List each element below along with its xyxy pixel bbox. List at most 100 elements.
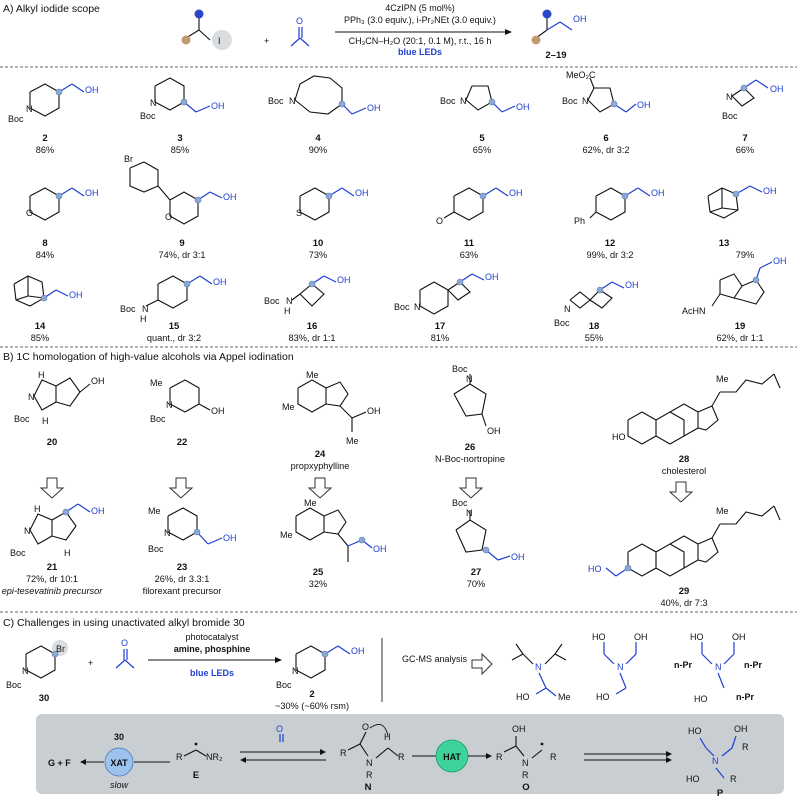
svg-text:H: H bbox=[38, 370, 45, 380]
compound-4-label: 4 bbox=[315, 133, 321, 144]
compound-25-label: 25 bbox=[313, 567, 324, 578]
svg-text:R: R bbox=[522, 770, 529, 780]
svg-text:OH: OH bbox=[512, 724, 526, 734]
compound-19-structure: AcHN OH bbox=[682, 256, 787, 316]
compound-3-label: 3 bbox=[177, 133, 182, 144]
svg-text:N: N bbox=[166, 400, 173, 410]
svg-text:Br: Br bbox=[56, 644, 65, 654]
svg-text:HO: HO bbox=[588, 564, 602, 574]
svg-text:N: N bbox=[289, 96, 296, 106]
svg-text:Me: Me bbox=[150, 378, 163, 388]
compound-3-yield: 85% bbox=[171, 145, 189, 155]
svg-text:O: O bbox=[436, 216, 443, 226]
svg-text:N: N bbox=[164, 528, 171, 538]
cond-c-3: blue LEDs bbox=[190, 668, 234, 678]
compound-30-structure: Br Boc N bbox=[6, 640, 68, 690]
svg-text:N: N bbox=[522, 758, 529, 768]
svg-text:R: R bbox=[176, 752, 183, 762]
compound-11-structure: O OH bbox=[436, 187, 523, 226]
compound-26-name: N-Boc-nortropine bbox=[435, 454, 505, 464]
svg-text:R: R bbox=[730, 774, 737, 784]
svg-text:N: N bbox=[414, 302, 421, 312]
svg-text:Boc: Boc bbox=[14, 414, 30, 424]
compound-9-structure: Br OH O bbox=[124, 154, 237, 225]
compound-2-yield: 86% bbox=[36, 145, 54, 155]
svg-text:H: H bbox=[284, 306, 291, 316]
svg-text:OH: OH bbox=[85, 85, 99, 95]
cond-c-2: amine, phosphine bbox=[174, 644, 251, 654]
compound-13-yield: 79% bbox=[736, 250, 754, 260]
compound-16-label: 16 bbox=[307, 321, 318, 332]
intermediate-n: R O N H R R bbox=[340, 722, 405, 780]
svg-text:N: N bbox=[28, 392, 35, 402]
svg-text:OH: OH bbox=[91, 506, 105, 516]
svg-text:H: H bbox=[42, 416, 49, 426]
compound-23-label: 23 bbox=[177, 562, 188, 573]
svg-text:S: S bbox=[296, 208, 302, 218]
svg-text:N: N bbox=[715, 662, 722, 672]
svg-text:OH: OH bbox=[223, 533, 237, 543]
compound-15-yield: quant., dr 3:2 bbox=[147, 333, 201, 343]
svg-text:R: R bbox=[742, 742, 749, 752]
compound-22-structure: Me OH Boc N bbox=[150, 378, 225, 424]
compound-28-label: 28 bbox=[679, 454, 690, 465]
svg-text:OH: OH bbox=[487, 426, 501, 436]
compound-30-label: 30 bbox=[39, 693, 50, 704]
svg-text:Me: Me bbox=[716, 506, 729, 516]
cond-a-1: 4CzIPN (5 mol%) bbox=[385, 3, 455, 13]
double-arrow-to-p bbox=[584, 751, 672, 763]
compound-29-label: 29 bbox=[679, 586, 690, 597]
compound-2-yield-c: ~30% (~60% rsm) bbox=[275, 701, 349, 711]
svg-text:n-Pr: n-Pr bbox=[674, 660, 692, 670]
radical-o: OH R N R R bbox=[496, 724, 557, 780]
compound-14-label: 14 bbox=[35, 321, 46, 332]
svg-text:OH: OH bbox=[763, 186, 777, 196]
compound-10-yield: 73% bbox=[309, 250, 327, 260]
svg-text:Me: Me bbox=[558, 692, 571, 702]
compound-10-structure: OH S bbox=[296, 187, 369, 221]
svg-text:OH: OH bbox=[732, 632, 746, 642]
mech-sub30: 30 bbox=[114, 732, 124, 742]
mech-slow: slow bbox=[110, 780, 129, 790]
svg-text:OH: OH bbox=[223, 192, 237, 202]
compound-17-yield: 81% bbox=[431, 333, 449, 343]
svg-text:N: N bbox=[617, 662, 624, 672]
compound-22-label: 22 bbox=[177, 437, 188, 448]
product-general-a: OH bbox=[531, 9, 587, 45]
svg-text:HO: HO bbox=[690, 632, 704, 642]
compound-6-label: 6 bbox=[603, 133, 608, 144]
svg-text:Boc: Boc bbox=[452, 364, 468, 374]
compound-18-yield: 55% bbox=[585, 333, 603, 343]
svg-text:OH: OH bbox=[337, 275, 351, 285]
svg-text:OH: OH bbox=[773, 256, 787, 266]
svg-text:Boc: Boc bbox=[148, 544, 164, 554]
svg-text:Boc: Boc bbox=[10, 548, 26, 558]
mech-xat: XAT bbox=[110, 758, 128, 768]
compound-29-structure: HO Me bbox=[588, 505, 781, 577]
svg-text:Boc: Boc bbox=[268, 96, 284, 106]
compound-17-structure: OH Boc N bbox=[394, 272, 499, 315]
compound-8-yield: 84% bbox=[36, 250, 54, 260]
compound-13-structure: OH bbox=[707, 185, 777, 219]
compound-21-yield: 72%, dr 10:1 bbox=[26, 574, 78, 584]
svg-text:Me: Me bbox=[306, 370, 319, 380]
compound-23-note: filorexant precursor bbox=[143, 586, 222, 596]
compound-25-yield: 32% bbox=[309, 579, 327, 589]
svg-text:O: O bbox=[276, 724, 283, 734]
svg-text:N: N bbox=[535, 662, 542, 672]
svg-text:OH: OH bbox=[734, 724, 748, 734]
svg-text:N: N bbox=[24, 526, 31, 536]
compound-23-yield: 26%, dr 3.3:1 bbox=[155, 574, 210, 584]
svg-text:OH: OH bbox=[213, 277, 227, 287]
compound-7-structure: OH Boc N bbox=[722, 79, 784, 121]
compound-4-structure: OH Boc N bbox=[268, 75, 381, 115]
alkyl-iodide-reagent: I bbox=[181, 9, 232, 50]
svg-text:Boc: Boc bbox=[440, 96, 456, 106]
svg-text:Boc: Boc bbox=[722, 111, 738, 121]
svg-text:n-Pr: n-Pr bbox=[736, 692, 754, 702]
svg-text:MeO₂C: MeO₂C bbox=[566, 70, 596, 80]
svg-text:Boc: Boc bbox=[452, 498, 468, 508]
svg-text:NR₂: NR₂ bbox=[206, 752, 223, 762]
compound-19-yield: 62%, dr 1:1 bbox=[717, 333, 764, 343]
